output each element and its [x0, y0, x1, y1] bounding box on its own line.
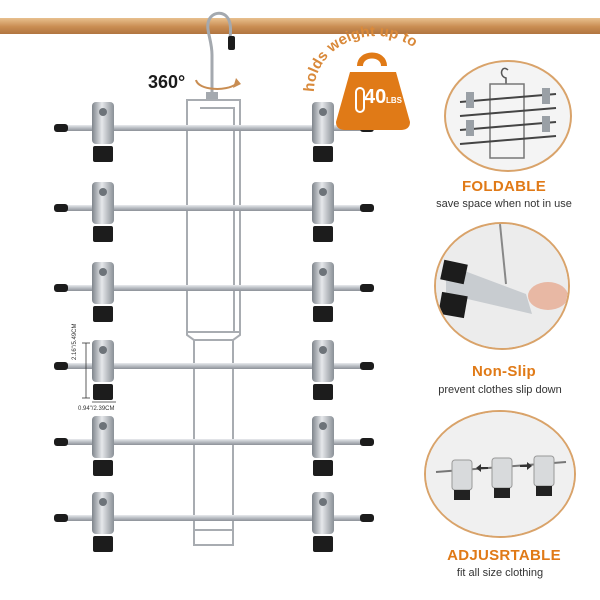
- clip-right-1[interactable]: [312, 102, 334, 162]
- rotate-arrow-icon: [195, 79, 237, 90]
- clip-left-6[interactable]: [92, 492, 114, 552]
- clip-right-2[interactable]: [312, 182, 334, 242]
- tier-bar-6: [54, 514, 374, 522]
- feature-subtitle-adjustable: fit all size clothing: [456, 567, 544, 579]
- weight-unit: LBS: [386, 96, 402, 105]
- weight-badge-text: holds weight up to: [301, 23, 421, 92]
- tier-bar-4: [54, 362, 374, 370]
- clip-left-3[interactable]: [92, 262, 114, 322]
- clip-right-3[interactable]: [312, 262, 334, 322]
- folded-hanger-photo-icon: [459, 67, 557, 159]
- svg-text:holds weight up to: holds weight up to: [301, 23, 421, 92]
- feature-title-non-slip: Non-Slip: [471, 363, 537, 380]
- tier-bar-2: [54, 204, 374, 212]
- clip-left-4[interactable]: [92, 340, 114, 400]
- feature-subtitle-foldable: save space when not in use: [436, 198, 572, 210]
- clip-width-dimension: 0.94"/2.39CM: [78, 406, 115, 412]
- clip-left-1[interactable]: [92, 102, 114, 162]
- adjustable-photo: [424, 410, 576, 538]
- wooden-closet-rod: [0, 18, 600, 34]
- tier-bar-5: [54, 438, 374, 446]
- clip-right-6[interactable]: [312, 492, 334, 552]
- clip-closeup-photo-icon: [436, 224, 568, 348]
- rotate-arrowhead-icon: [233, 78, 241, 88]
- hanger-frame: [186, 99, 241, 546]
- weight-kettlebell-icon: [336, 52, 410, 130]
- feature-title-foldable: FOLDABLE: [461, 178, 547, 195]
- clip-left-5[interactable]: [92, 416, 114, 476]
- foldable-photo: [444, 60, 572, 172]
- sliding-clips-photo-icon: [426, 412, 574, 536]
- feature-subtitle-non-slip: prevent clothes slip down: [438, 384, 562, 396]
- clip-right-5[interactable]: [312, 416, 334, 476]
- tier-bar-3: [54, 284, 374, 292]
- clip-height-dimension: 2.16"/5.49CM: [72, 323, 78, 360]
- dimension-lines: [82, 342, 116, 403]
- swivel-hook: [206, 11, 235, 100]
- clip-right-4[interactable]: [312, 340, 334, 400]
- clip-left-2[interactable]: [92, 182, 114, 242]
- rotation-label: 360°: [148, 72, 186, 92]
- non-slip-photo: [434, 222, 570, 350]
- weight-value: 40: [364, 86, 387, 108]
- feature-title-adjustable: ADJUSRTABLE: [447, 547, 561, 564]
